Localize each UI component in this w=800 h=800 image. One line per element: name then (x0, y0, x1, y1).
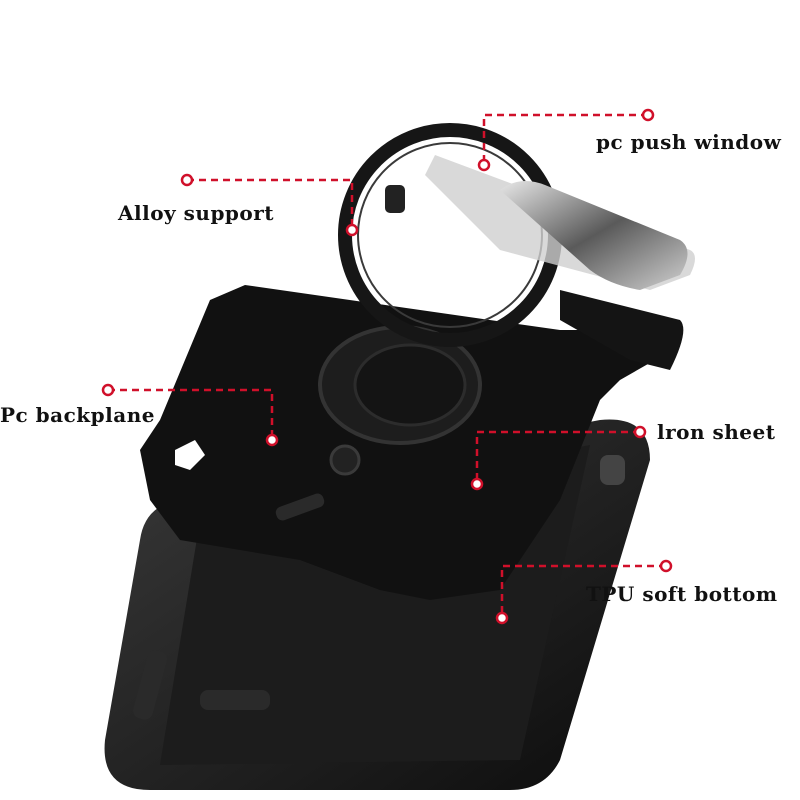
pc-push-window-part (425, 155, 695, 370)
leader-lines (108, 113, 666, 618)
pc-backplane-part (140, 285, 656, 600)
label-iron-sheet: lron sheet (657, 420, 776, 444)
label-pc-backplane: Pc backplane (0, 403, 155, 427)
label-pc-push-window: pc push window (596, 130, 782, 154)
leader-endpoints (101, 108, 673, 625)
label-alloy-support: Alloy support (118, 201, 275, 225)
label-tpu-soft-bottom: TPU soft bottom (586, 582, 778, 606)
